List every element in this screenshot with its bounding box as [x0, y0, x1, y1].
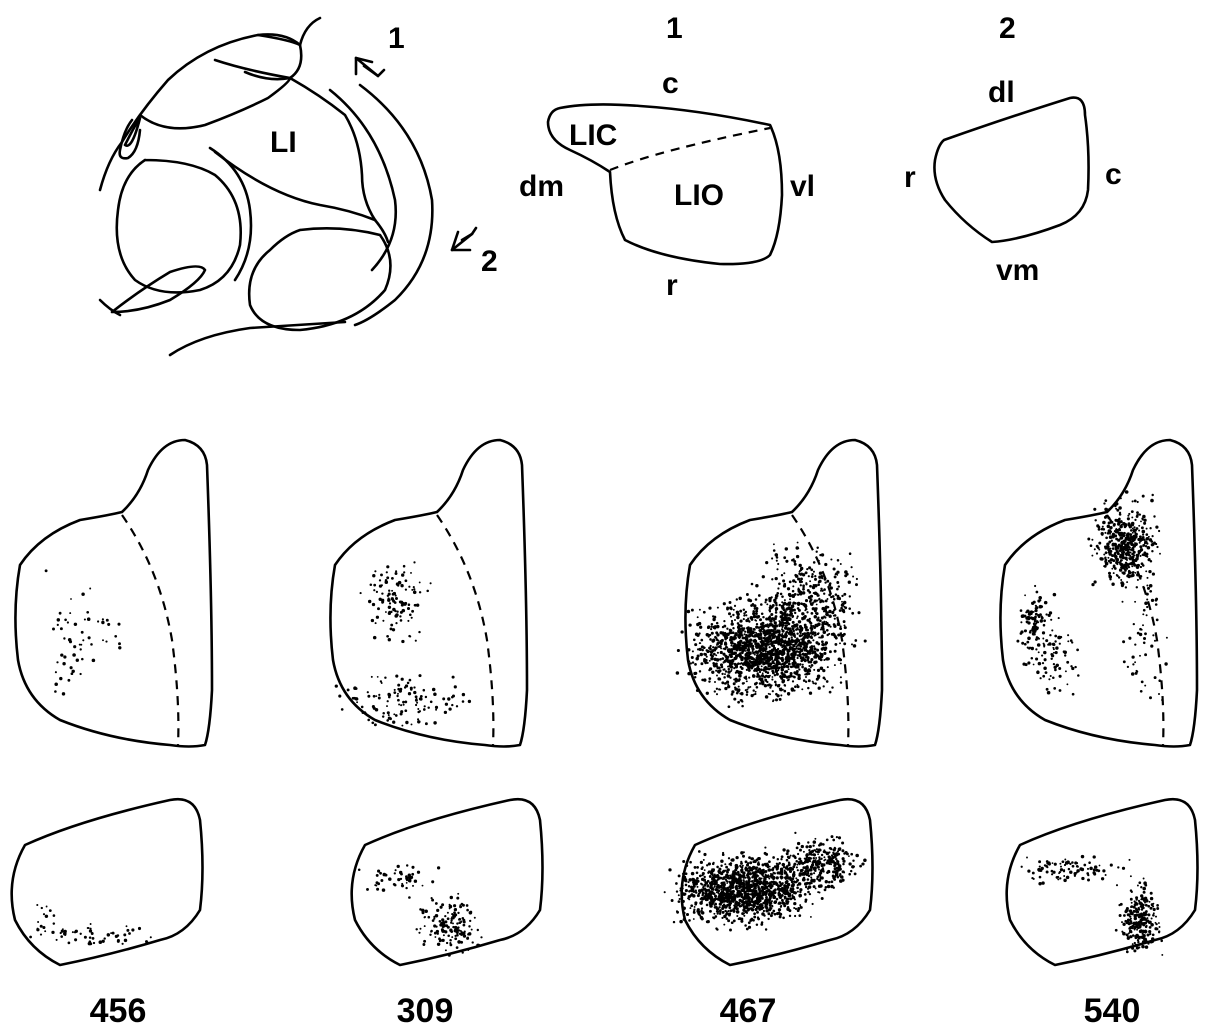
case-label-309: 309 — [397, 992, 454, 1030]
view-1-orient-bottom: r — [666, 269, 678, 302]
view-2-diagram: 2 dl r c vm — [904, 12, 1122, 287]
view-2-title: 2 — [999, 12, 1016, 45]
upper-section-labeling — [45, 569, 122, 695]
lower-section-467 — [664, 799, 873, 965]
view-2-orient-right: c — [1105, 158, 1122, 191]
lower-section-row — [12, 799, 1198, 965]
case-label-456: 456 — [90, 992, 147, 1030]
upper-section-labeling — [335, 561, 471, 726]
overview-drawing: LI 1 2 — [100, 18, 498, 355]
view-2-orient-bottom: vm — [996, 254, 1039, 287]
region-label-li: LI — [270, 126, 297, 159]
view-1-diagram: 1 c dm vl r LIC LIO — [519, 12, 815, 302]
upper-section-labeling — [1016, 490, 1167, 701]
lower-section-456 — [12, 799, 203, 965]
lower-section-309 — [352, 799, 543, 965]
upper-section-boundary — [122, 515, 178, 745]
lower-section-outline — [352, 799, 543, 965]
upper-section-540 — [1000, 440, 1197, 747]
lower-section-labeling — [358, 864, 483, 956]
view-1-orient-top: c — [662, 67, 679, 100]
upper-section-labeling — [676, 542, 867, 709]
upper-section-boundary — [437, 515, 493, 745]
view-1-title: 1 — [666, 12, 683, 45]
view-1-subregion-lio: LIO — [674, 179, 724, 212]
view-2-orient-left: r — [904, 161, 916, 194]
lower-section-outline — [12, 799, 203, 965]
arrow-1-icon — [356, 58, 384, 76]
upper-section-309 — [330, 440, 527, 747]
lower-section-540 — [1007, 799, 1198, 965]
lower-section-labeling — [29, 904, 152, 945]
upper-section-outline — [685, 440, 882, 747]
upper-section-outline — [15, 440, 212, 747]
view-1-subregion-lic: LIC — [569, 119, 617, 152]
view-1-orient-right: vl — [790, 170, 815, 203]
arrow-2-icon — [452, 228, 476, 250]
view-1-orient-left: dm — [519, 170, 564, 203]
lower-section-labeling — [1021, 855, 1164, 956]
upper-section-outline — [1000, 440, 1197, 747]
view-2-orient-top: dl — [988, 76, 1015, 109]
case-label-540: 540 — [1084, 992, 1141, 1030]
upper-section-456 — [15, 440, 212, 747]
case-label-row: 456 309 467 540 — [90, 992, 1141, 1030]
case-label-467: 467 — [720, 992, 777, 1030]
lower-section-outline — [1007, 799, 1198, 965]
upper-section-467 — [676, 440, 882, 747]
arrow-2-label: 2 — [481, 245, 498, 278]
upper-section-row — [15, 440, 1197, 747]
arrow-1-label: 1 — [388, 22, 405, 55]
